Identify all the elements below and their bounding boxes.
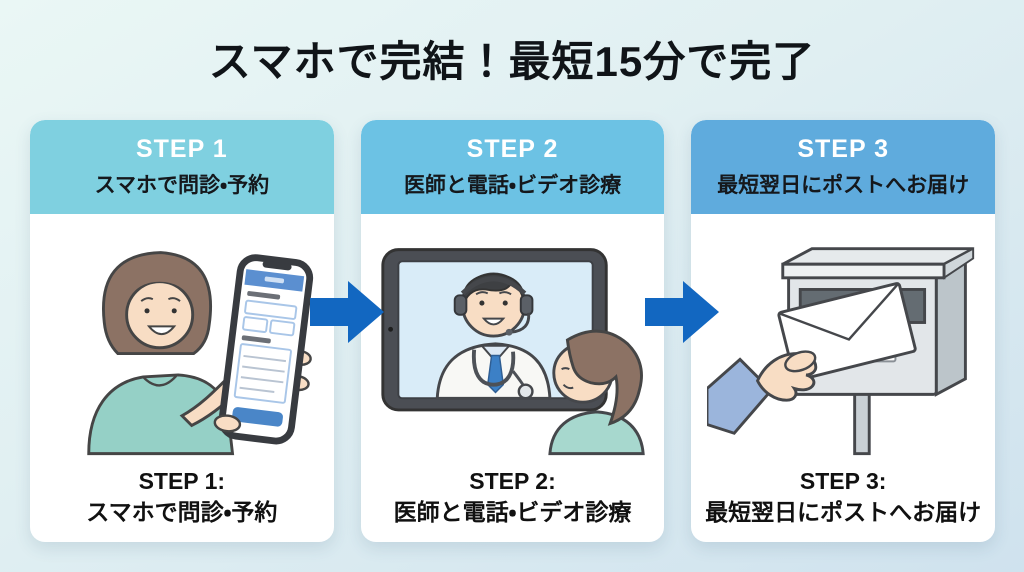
step-3-subtitle: 最短翌日にポストへお届け xyxy=(717,174,970,197)
step-2-header: STEP 2 医師と電話・ビデオ診療 xyxy=(360,120,665,214)
step-2-card: STEP 2 医師と電話・ビデオ診療 xyxy=(360,120,665,542)
step-2-caption-line2: 医師と電話・ビデオ診療 xyxy=(393,499,632,526)
step-1-subtitle: スマホで問診・予約 xyxy=(94,174,270,197)
video-consultation-illustration xyxy=(380,247,645,455)
hand xyxy=(707,349,818,435)
step-3-caption: STEP 3: 最短翌日にポストへお届け xyxy=(691,464,995,542)
patient-figure xyxy=(547,329,645,455)
page-title: スマホで完結！最短15分で完了 xyxy=(208,38,816,85)
step-2-caption: STEP 2: 医師と電話・ビデオ診療 xyxy=(361,464,665,542)
step-1-caption: STEP 1: スマホで問診・予約 xyxy=(30,464,334,542)
right-arrow-icon xyxy=(310,281,384,343)
step-3-caption-line2: 最短翌日にポストへお届け xyxy=(705,499,982,526)
sleeve xyxy=(707,356,774,435)
step-3-card: STEP 3 最短翌日にポストへお届け xyxy=(691,120,996,542)
woman-figure xyxy=(87,250,254,455)
headset-band xyxy=(460,276,526,295)
step-3-header: STEP 3 最短翌日にポストへお届け xyxy=(691,120,996,214)
step-1-label: STEP 1 xyxy=(135,135,228,163)
smartphone xyxy=(213,253,313,444)
arrow-step2-to-step3 xyxy=(645,281,719,343)
headset-mic xyxy=(510,312,530,334)
step-1-caption-line2: スマホで問診・予約 xyxy=(86,499,278,526)
step-2-subtitle: 医師と電話・ビデオ診療 xyxy=(403,174,622,197)
right-arrow-icon xyxy=(645,281,719,343)
step-1-caption-line1: STEP 1: xyxy=(138,468,226,494)
steps-row: STEP 1 スマホで問診・予約 xyxy=(30,120,996,542)
step-2-caption-line1: STEP 2: xyxy=(469,468,556,494)
step-1-card: STEP 1 スマホで問診・予約 xyxy=(30,120,334,542)
step-1-header: STEP 1 スマホで問診・予約 xyxy=(30,120,334,214)
headset-earcup-left xyxy=(453,293,467,316)
smartphone-questionnaire-illustration xyxy=(87,250,313,455)
step-3-label: STEP 3 xyxy=(797,135,890,163)
step-1-illustration xyxy=(30,214,334,464)
doctor-figure xyxy=(435,271,551,400)
step-2-label: STEP 2 xyxy=(466,135,559,163)
headset-earcup-right xyxy=(519,293,533,316)
step-3-caption-line1: STEP 3: xyxy=(799,468,887,494)
mailbox-delivery-illustration xyxy=(707,246,975,455)
arrow-step1-to-step2 xyxy=(310,281,384,343)
step-2-illustration xyxy=(361,214,665,464)
step-3-illustration xyxy=(691,214,995,464)
